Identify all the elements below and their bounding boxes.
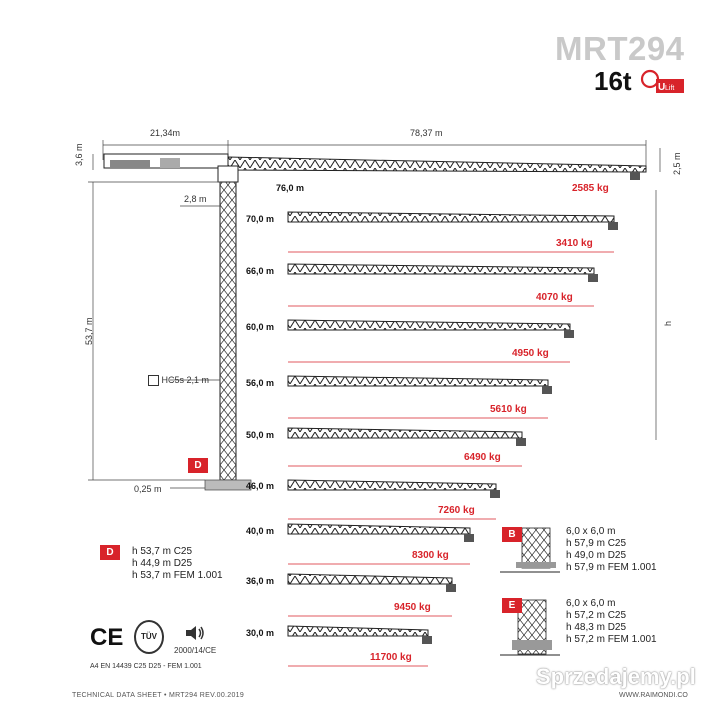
config-d-line: h 44,9 m D25 [132,558,193,569]
jib-length-label: 46,0 m [246,481,275,491]
config-b-line: h 49,0 m D25 [566,550,627,561]
hook-icon [588,274,598,282]
top-height-left: 3,6 m [74,143,84,166]
watermark: Sprzedajemy.pl [536,664,696,689]
jib-tip-load: 4070 kg [536,292,573,303]
mast-section-label: HC5s [161,375,185,385]
base-offset-dim: 0,25 m [134,484,162,494]
jib-variant-truss [287,319,571,331]
jib-tip-load: 7260 kg [438,505,475,516]
footer-website: WWW.RAIMONDI.CO [619,692,688,699]
ulift-logo-icon: U Lift [640,69,684,93]
jib-tip-load: 2585 kg [572,183,609,194]
counter-weight [110,160,150,168]
config-e-line: 6,0 x 6,0 m [566,598,616,609]
mast-section-icon [148,375,159,387]
mast [219,181,237,481]
jib-variant-truss [287,573,453,585]
config-e-line: h 57,2 m FEM 1.001 [566,634,657,645]
jib-dim: 78,37 m [410,128,443,138]
jib-tip-load: 5610 kg [490,404,527,415]
jib-length-label: 30,0 m [246,628,275,638]
speaker-icon [186,626,204,640]
mast-width-label: 2,1 m [186,375,210,385]
config-b-spec: 6,0 x 6,0 m h 57,9 m C25 h 49,0 m D25 h … [566,526,657,574]
jib-length-label: 60,0 m [246,322,275,332]
config-d-line: h 53,7 m C25 [132,546,193,557]
jib-length-label: 76,0 m [276,183,305,193]
model-title: MRT294 [555,30,685,67]
config-b-line: 6,0 x 6,0 m [566,526,616,537]
jib-length-label: 40,0 m [246,526,275,536]
mast-section-row: HC5s 2,1 m [148,375,210,387]
hook-icon [564,330,574,338]
hook-icon [630,172,640,180]
jib-tip-load: 9450 kg [394,602,431,613]
jib-length-label: 70,0 m [246,214,275,224]
cab [217,165,239,183]
noise-directive: 2000/14/CE [174,646,217,655]
tower-offset-dim: 2,8 m [184,194,207,204]
base-foundation [204,479,252,491]
capacity-row: 16t [594,66,632,100]
footer-sheet: TECHNICAL DATA SHEET • MRT294 REV.00.201… [72,692,245,699]
config-e-spec: 6,0 x 6,0 m h 57,2 m C25 h 48,3 m D25 h … [566,598,657,646]
jib-length-label: 66,0 m [246,266,275,276]
jib-variant-truss [287,263,595,275]
capacity-label: 16t [594,66,632,96]
jib-tip-load: 6490 kg [464,452,501,463]
counter-jib-dim: 21,34m [150,128,181,138]
config-b-badge: B [502,527,522,542]
hook-icon [446,584,456,592]
hook-icon [516,438,526,446]
config-e-line: h 57,2 m C25 [566,610,627,621]
hook-icon [490,490,500,498]
config-d-line: h 53,7 m FEM 1.001 [132,570,223,581]
jib-variant-truss [287,211,615,223]
jib-variant-truss [287,375,549,387]
config-b-drawing [500,527,560,573]
config-b-line: h 57,9 m FEM 1.001 [566,562,657,573]
hook-icon [464,534,474,542]
ce-mark-icon: CE [90,624,124,651]
hook-icon [422,636,432,644]
hook-icon [608,222,618,230]
svg-text:U: U [658,82,665,93]
jib-variant-truss [287,625,429,637]
mast-height-dim: 53,7 m [84,317,94,345]
svg-text:Lift: Lift [665,85,674,92]
hook-icon [542,386,552,394]
hook-height-label: h [663,320,673,326]
jib-variant-truss [287,523,471,535]
jib-variants [287,172,640,667]
jib-tip-load: 11700 kg [370,652,412,663]
tuv-mark-icon: TÜV [134,620,164,654]
config-e-drawing [500,599,560,656]
top-height-right: 2,5 m [672,152,682,175]
config-d-marker: D [188,458,208,473]
config-b-line: h 57,9 m C25 [566,538,627,549]
jib-length-label: 36,0 m [246,576,275,586]
config-e-badge: E [502,598,522,613]
jib-tip-load: 8300 kg [412,550,449,561]
jib-tip-load: 3410 kg [556,238,593,249]
jib-length-label: 50,0 m [246,430,275,440]
config-d-badge: D [100,545,120,560]
main-jib [227,156,647,173]
jib-tip-load: 4950 kg [512,348,549,359]
jib-length-label: 56,0 m [246,378,275,388]
jib-variant-truss [287,427,523,439]
standards-text: A4 EN 14439 C25 D25 - FEM 1.001 [90,663,202,670]
jib-variant-truss [287,479,497,491]
config-e-line: h 48,3 m D25 [566,622,627,633]
config-d-spec: h 53,7 m C25 h 44,9 m D25 h 53,7 m FEM 1… [132,546,223,582]
